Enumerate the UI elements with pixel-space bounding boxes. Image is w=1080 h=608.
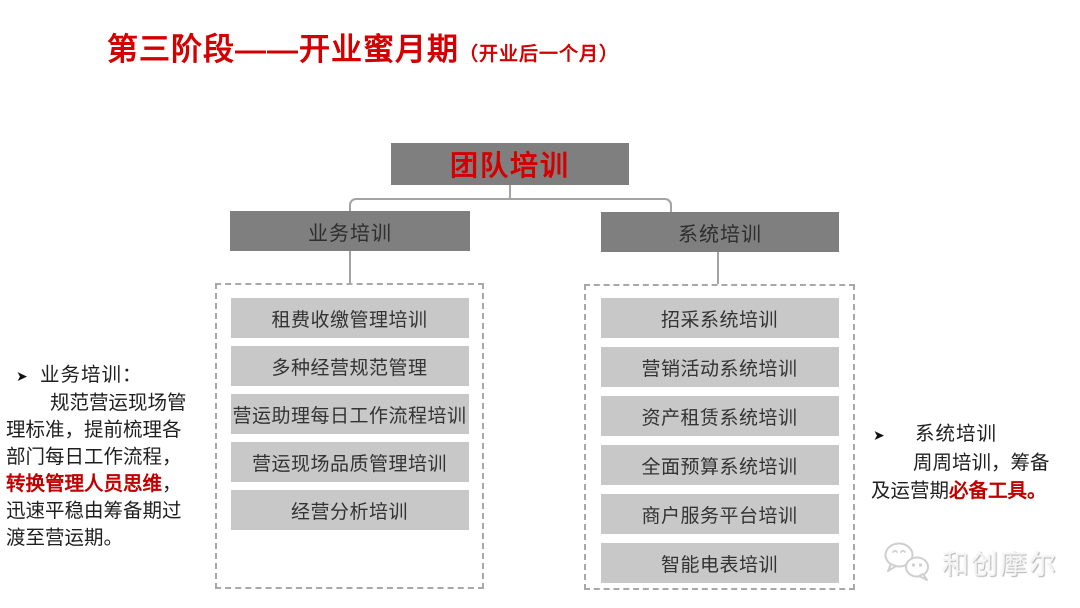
note-line: 渡至营运期。 xyxy=(6,527,124,549)
page-title-paren: （开业后一个月） xyxy=(459,44,620,65)
wechat-bubbles-icon xyxy=(884,542,929,581)
system-note-header: ➤ 系统培训 xyxy=(871,420,1073,449)
note-line: 部门每日工作流程， xyxy=(6,446,182,468)
watermark-text: 和创摩尔 xyxy=(942,549,1058,580)
training-item: 营运现场品质管理培训 xyxy=(230,442,469,482)
training-item: 招采系统培训 xyxy=(600,298,839,338)
business-note: ➤ 业务培训： 规范营运现场管理标准，提前梳理各部门每日工作流程， 转换管理人员思… xyxy=(6,362,202,552)
business-note-heading: 业务培训： xyxy=(40,364,143,386)
arrow-bullet-icon: ➤ xyxy=(873,427,885,443)
connector-bracket-left xyxy=(349,198,511,213)
business-training-group: 租费收缴管理培训多种经营规范管理营运助理每日工作流程培训营运现场品质管理培训经营… xyxy=(215,283,484,589)
note-line: 规范营运现场管 xyxy=(50,392,187,414)
training-item: 商户服务平台培训 xyxy=(600,494,839,534)
note-line: 及运营期必备工具。 xyxy=(871,480,1047,502)
training-item: 资产租赁系统培训 xyxy=(600,396,839,436)
page-title-main: 第三阶段——开业蜜月期 xyxy=(107,32,459,67)
arrow-bullet-icon: ➤ xyxy=(16,368,28,384)
system-training-group: 招采系统培训营销活动系统培训资产租赁系统培训全面预算系统培训商户服务平台培训智能… xyxy=(584,284,855,590)
training-item: 营运助理每日工作流程培训 xyxy=(230,394,469,434)
connector-stub xyxy=(509,185,511,199)
note-line: 理标准，提前梳理各 xyxy=(6,419,182,441)
note-line: 转换管理人员思维， xyxy=(6,473,182,495)
training-item: 多种经营规范管理 xyxy=(230,346,469,386)
business-note-body: 规范营运现场管理标准，提前梳理各部门每日工作流程， 转换管理人员思维， 迅速平稳由筹… xyxy=(6,390,202,552)
connector-bracket-right xyxy=(509,198,672,214)
system-note: ➤ 系统培训 周周培训，筹备及运营期必备工具。 xyxy=(871,420,1073,505)
branch-node-business-training: 业务培训 xyxy=(230,211,470,251)
note-line: 迅速平稳由筹备期过 xyxy=(6,500,182,522)
training-item: 营销活动系统培训 xyxy=(600,347,839,387)
system-note-heading: 系统培训 xyxy=(915,423,998,445)
watermark: 和创摩尔 xyxy=(882,540,1058,584)
business-note-header: ➤ 业务培训： xyxy=(6,362,202,390)
training-item: 全面预算系统培训 xyxy=(600,445,839,485)
training-item: 租费收缴管理培训 xyxy=(230,298,469,338)
connector-drop-right xyxy=(717,252,719,284)
note-line: 周周培训，筹备 xyxy=(913,452,1050,474)
system-note-body: 周周培训，筹备及运营期必备工具。 xyxy=(871,449,1073,505)
training-item: 经营分析培训 xyxy=(230,490,469,530)
branch-node-system-training: 系统培训 xyxy=(601,212,839,252)
page-title: 第三阶段——开业蜜月期（开业后一个月） xyxy=(107,24,619,69)
training-item: 智能电表培训 xyxy=(600,543,839,583)
root-node-team-training: 团队培训 xyxy=(391,143,629,185)
connector-drop-left xyxy=(349,251,351,283)
